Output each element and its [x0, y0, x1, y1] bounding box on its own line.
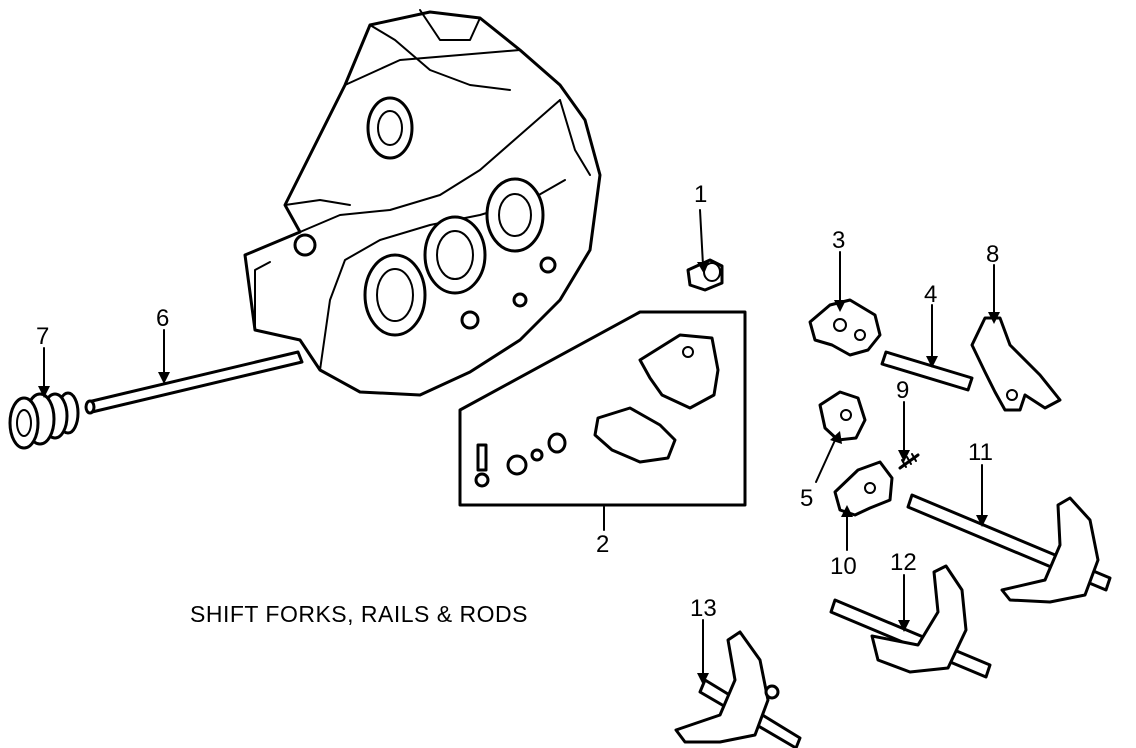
callout-4: 4: [924, 281, 937, 308]
callout-7: 7: [36, 323, 49, 350]
leader-lines: [38, 209, 1000, 685]
callout-9: 9: [896, 377, 909, 404]
kit-box-part-2: [458, 310, 747, 507]
callout-13: 13: [690, 595, 717, 622]
callout-10: 10: [830, 553, 857, 580]
seal-part-7: [8, 391, 80, 450]
fork-rail-part-11: [906, 493, 1112, 604]
rod-part-4: [880, 350, 974, 392]
callout-3: 3: [832, 227, 845, 254]
detent-part-1: [686, 258, 724, 292]
leader-1: [699, 209, 704, 266]
callout-labels: 1 2 3 4 5 6 7 8 9 10 11 12 13: [36, 181, 999, 622]
callout-2: 2: [596, 531, 609, 558]
callout-1: 1: [694, 181, 707, 208]
callout-12: 12: [890, 549, 917, 576]
diagram-caption: SHIFT FORKS, RAILS & RODS: [190, 601, 528, 627]
callout-5: 5: [800, 485, 813, 512]
fork-rail-part-13: [674, 630, 802, 748]
shift-piece-part-10: [833, 460, 894, 517]
callout-11: 11: [968, 439, 993, 466]
transmission-housing: [243, 9, 602, 397]
fork-arm-part-8: [970, 316, 1062, 412]
callout-6: 6: [156, 305, 169, 332]
leader-5: [815, 437, 837, 483]
shift-piece-part-3: [808, 298, 882, 357]
shift-lever-part-5: [818, 390, 867, 442]
fork-rail-part-12: [829, 564, 992, 679]
spring-part-9: [898, 453, 920, 470]
rod-part-6: [84, 350, 304, 415]
callout-8: 8: [986, 241, 999, 268]
